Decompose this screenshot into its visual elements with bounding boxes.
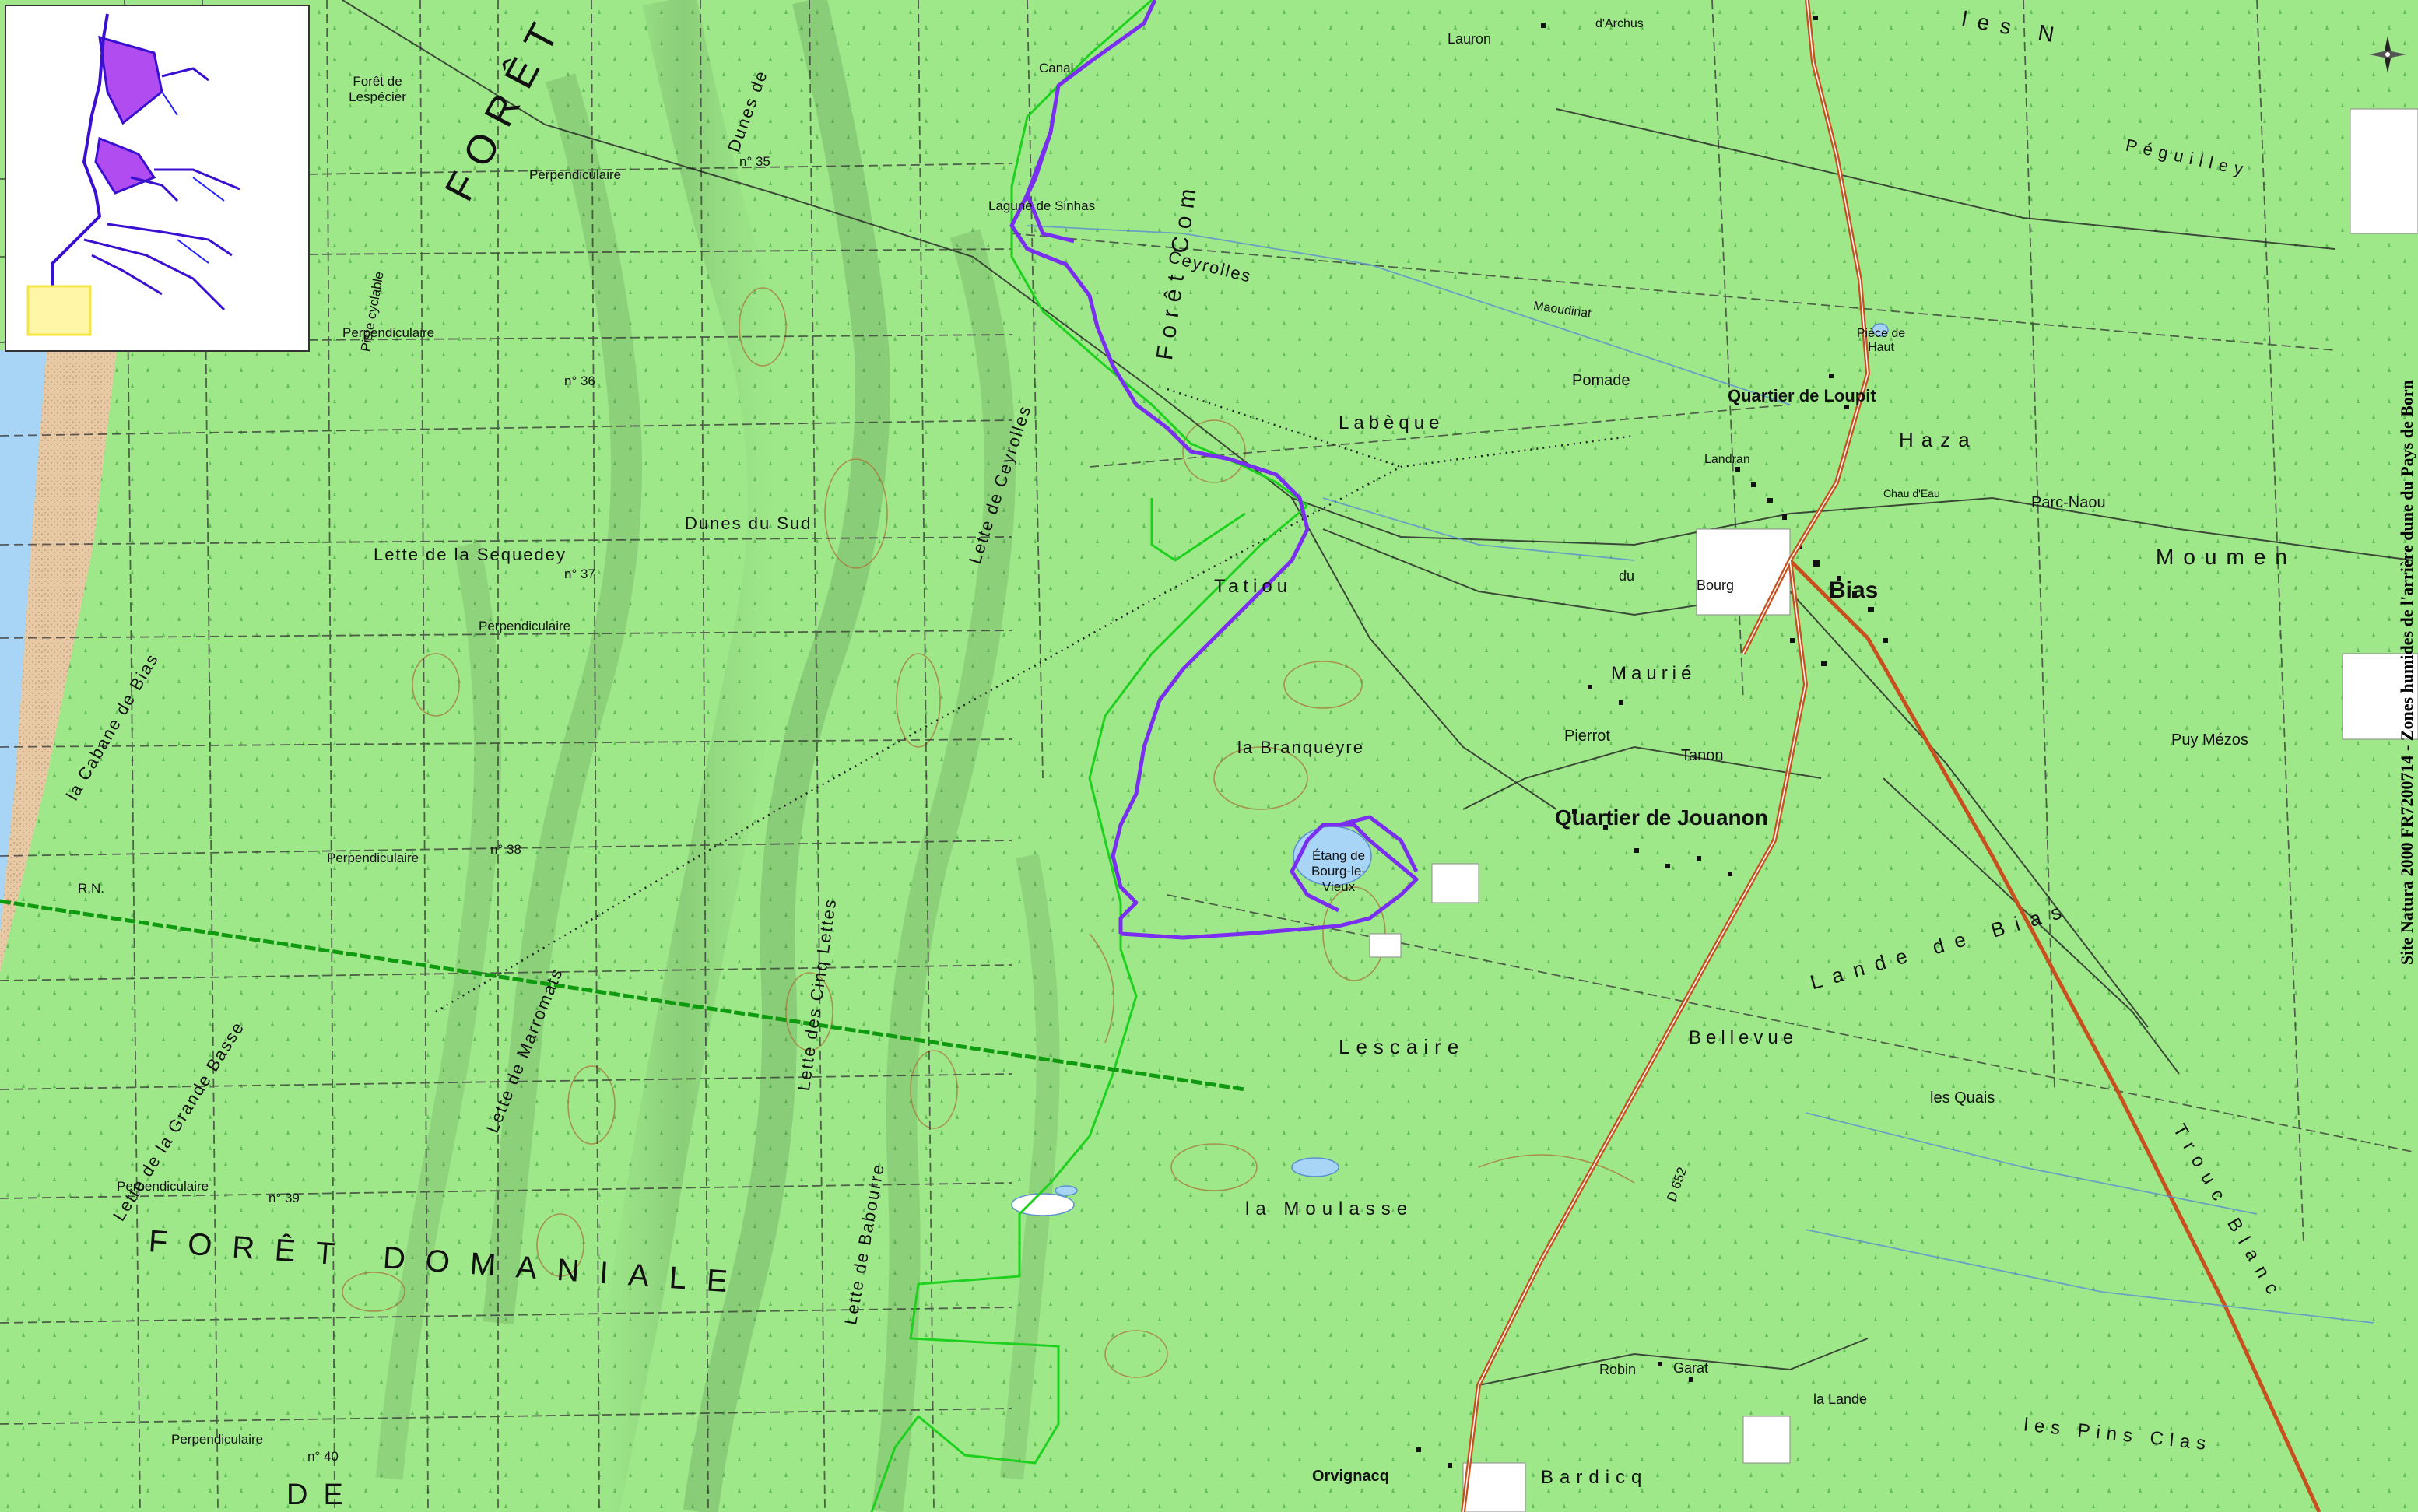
side-title: Site Natura 2000 FR7200714 - Zones humid… <box>2397 380 2416 965</box>
label-canal: Canal <box>1039 61 1074 75</box>
green-boundary <box>870 0 1308 1512</box>
label-dunes-du-sud: Dunes du Sud <box>685 514 812 533</box>
water-bodies <box>1011 323 1889 1216</box>
label-maurie: Maurié <box>1611 663 1697 684</box>
label-n40: n° 40 <box>307 1449 339 1464</box>
label-lescaire: Lescaire <box>1339 1035 1465 1058</box>
main-roads <box>1461 0 2321 1512</box>
label-bellevue: Bellevue <box>1689 1027 1799 1048</box>
label-tanon: Tanon <box>1681 747 1724 764</box>
label-perpendiculaire-6: Perpendiculaire <box>171 1432 264 1447</box>
roads-minor <box>342 0 2413 1386</box>
label-perpendiculaire-1: Perpendiculaire <box>529 167 622 182</box>
streams <box>1027 225 2374 1324</box>
label-labeque: Labèque <box>1339 412 1444 433</box>
label-n36: n° 36 <box>564 374 595 388</box>
label-pomade: Pomade <box>1572 372 1630 389</box>
label-haza: Haza <box>1899 428 1978 451</box>
north-arrow-icon <box>2369 36 2406 73</box>
cleared-areas <box>1369 108 2418 1512</box>
label-branqueyre: la Branqueyre <box>1237 738 1364 757</box>
label-orvignacq: Orvignacq <box>1312 1468 1389 1485</box>
label-etang: Étang de Bourg-le-Vieux <box>1311 848 1366 894</box>
label-n39: n° 39 <box>268 1191 300 1205</box>
label-perpendiculaire-5: Perpendiculaire <box>117 1179 209 1194</box>
label-perpendiculaire-3: Perpendiculaire <box>479 619 571 633</box>
label-perpendiculaire-4: Perpendiculaire <box>327 851 419 865</box>
label-lagune: Lagune de Sinhas <box>988 198 1096 213</box>
label-pierrot: Pierrot <box>1564 728 1610 745</box>
road-east-diagonal <box>1788 559 2321 1512</box>
label-la-lande: la Lande <box>1813 1391 1868 1407</box>
label-tatiou: Tatiou <box>1214 576 1293 597</box>
label-garat: Garat <box>1673 1360 1709 1376</box>
inset-svg <box>26 13 240 336</box>
label-lauron: Lauron <box>1448 31 1492 47</box>
label-quartier-loupit: Quartier de Loupit <box>1728 386 1876 405</box>
label-chateau-eau: Chau d'Eau <box>1883 487 1940 500</box>
label-parc-naou: Parc-Naou <box>2031 494 2106 511</box>
label-rn: R.N. <box>78 881 104 896</box>
label-moulasse: la Moulasse <box>1245 1198 1414 1219</box>
label-piece-haut: Pièce de Haut <box>1856 327 1906 354</box>
label-n35: n° 35 <box>739 154 770 169</box>
contour-lines <box>342 287 1635 1378</box>
label-perpendiculaire-2: Perpendiculaire <box>342 325 435 340</box>
label-les-quais: les Quais <box>1930 1089 1995 1107</box>
natura-boundary <box>1009 0 1419 940</box>
label-n38: n° 38 <box>490 842 521 857</box>
inset-overview-map <box>5 5 310 352</box>
label-darchus: d'Archus <box>1595 17 1644 30</box>
label-bardicq: Bardicq <box>1541 1467 1648 1488</box>
label-bourg: Bourg <box>1697 577 1735 593</box>
label-du: du <box>1619 568 1635 584</box>
label-puy-mezos: Puy Mézos <box>2171 731 2248 749</box>
label-moumen: Moumen <box>2156 545 2297 569</box>
buildings <box>1416 16 1888 1468</box>
label-bias-town: Bias <box>1829 577 1879 603</box>
beach-strip <box>0 350 117 973</box>
dune-ridges <box>375 0 1060 1512</box>
label-robin: Robin <box>1599 1362 1637 1377</box>
label-lette-sequedey: Lette de la Sequedey <box>374 545 567 564</box>
label-quartier-jouanon: Quartier de Jouanon <box>1555 805 1768 830</box>
label-landran: Landran <box>1704 453 1750 466</box>
label-foret-lespecier: Forêt de Lespécier <box>349 74 406 104</box>
label-n37: n° 37 <box>564 567 595 581</box>
label-de: DE <box>286 1479 359 1511</box>
